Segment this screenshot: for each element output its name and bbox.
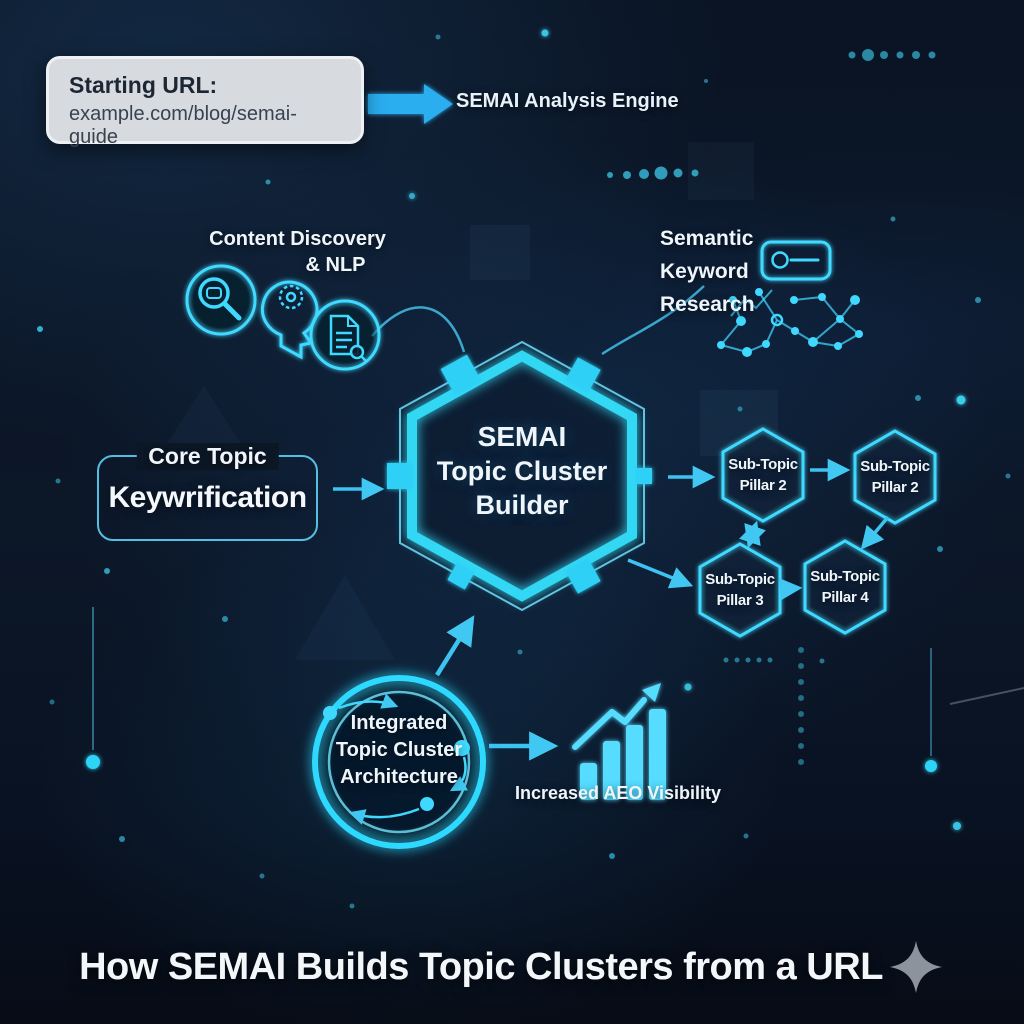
subtopic-4-line1: Sub-Topic: [810, 568, 880, 585]
visibility-label: Increased AEO Visibility: [514, 783, 722, 803]
subtopic-3-line1: Sub-Topic: [705, 571, 775, 588]
analysis-engine-label: SEMAI Analysis Engine: [456, 90, 679, 112]
subtopic-2-line2: Pillar 2: [871, 479, 919, 496]
keyword-network-graph-icon: [717, 288, 863, 357]
subtopic-hexagon-2: [853, 429, 937, 525]
architecture-line2: Topic Cluster: [335, 739, 463, 761]
content-discovery-label: Content Discovery & NLP: [175, 226, 420, 278]
architecture-line1: Integrated: [350, 712, 448, 734]
starting-url-value: example.com/blog/semai-guide: [69, 103, 297, 148]
sparkle-icon: [889, 940, 943, 994]
subtopic-3-line2: Pillar 3: [716, 592, 764, 609]
subtopic-hexagon-4: [803, 539, 887, 635]
footer-title-row: How SEMAI Builds Topic Clusters from a U…: [0, 938, 1024, 996]
background-dots: [37, 29, 1011, 909]
hub-label: SEMAI Topic Cluster Builder: [412, 420, 632, 522]
subtopic-hexagons: [698, 427, 937, 638]
core-topic-value: Keywrification: [108, 481, 307, 514]
content-discovery-line1: Content Discovery: [209, 228, 386, 250]
subtopic-hexagon-3: [698, 542, 782, 638]
page-title: How SEMAI Builds Topic Clusters from a U…: [79, 945, 883, 988]
architecture-line3: Architecture: [340, 766, 458, 788]
subtopic-label-1: Sub-Topic Pillar 2: [711, 454, 815, 496]
subtopic-2-line1: Sub-Topic: [860, 458, 930, 475]
core-topic-label: Core Topic: [136, 443, 279, 470]
flow-arrows: [333, 458, 890, 761]
keyword-research-line1: Semantic: [660, 227, 754, 250]
url-to-engine-arrow: [368, 84, 453, 124]
subtopic-4-line2: Pillar 4: [821, 589, 869, 606]
core-topic-box: Core Topic Keywrification: [97, 443, 318, 541]
subtopic-label-4: Sub-Topic Pillar 4: [793, 566, 897, 608]
subtopic-1-line1: Sub-Topic: [728, 456, 798, 473]
hub-line2: Topic Cluster: [436, 456, 608, 486]
hub-hexagon: [387, 340, 652, 612]
content-discovery-line2: & NLP: [305, 254, 366, 276]
bar-chart-growth-icon: [572, 683, 666, 800]
curved-connectors: [371, 285, 705, 356]
keyword-research-line2: Keyword: [660, 260, 749, 283]
subtopic-label-3: Sub-Topic Pillar 3: [688, 569, 792, 611]
nlp-head-gear-icon: [260, 280, 319, 360]
starting-url-label: Starting URL:: [69, 72, 218, 98]
hub-line1: SEMAI: [477, 421, 567, 452]
keyword-research-line3: Research: [660, 293, 755, 316]
hub-line3: Builder: [475, 490, 569, 520]
subtopic-1-line2: Pillar 2: [739, 477, 787, 494]
architecture-circle: [312, 675, 486, 849]
accent-lines: [86, 607, 937, 772]
architecture-label: Integrated Topic Cluster Architecture: [314, 710, 484, 791]
subtopic-label-2: Sub-Topic Pillar 2: [843, 456, 947, 498]
search-bar-icon: [760, 240, 832, 281]
hub-edge-squares: [387, 354, 652, 594]
keyword-research-label: Semantic Keyword Research: [660, 222, 840, 321]
starting-url-box: Starting URL: example.com/blog/semai-gui…: [46, 56, 364, 148]
magnifier-icon: [185, 264, 257, 336]
document-scan-icon: [309, 299, 381, 371]
